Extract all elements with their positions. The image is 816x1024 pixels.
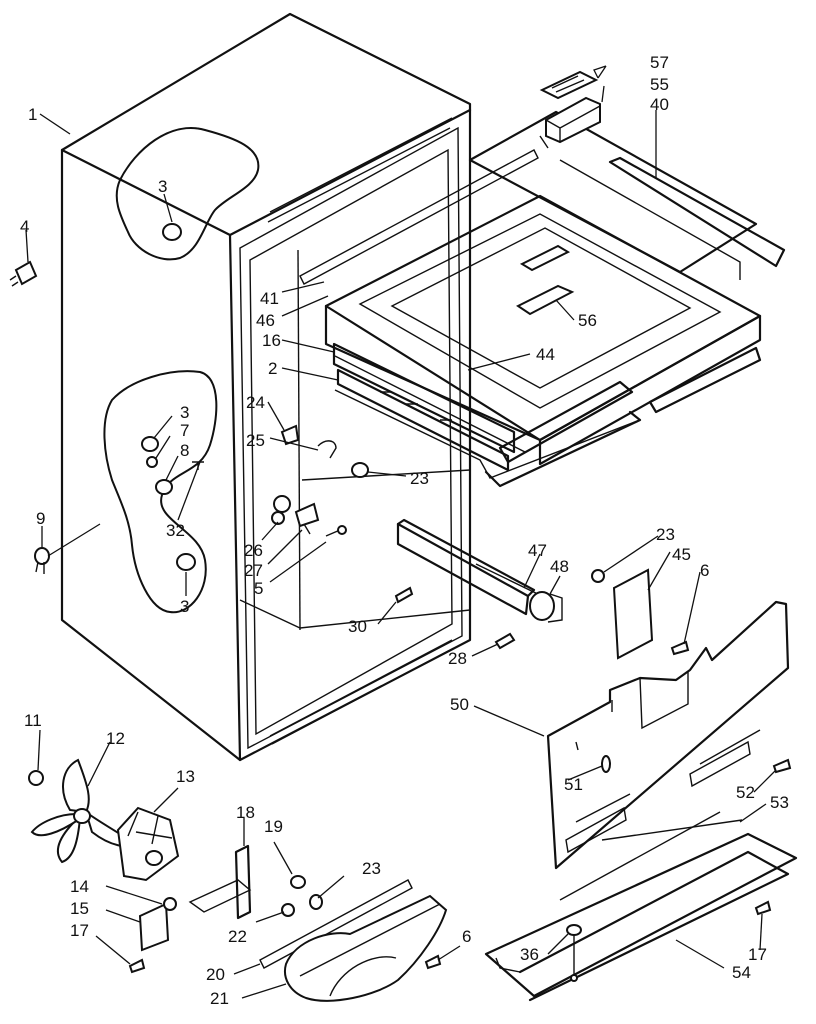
part-26 xyxy=(271,495,291,525)
callout-2: 2 xyxy=(268,359,277,378)
callout-16: 16 xyxy=(262,331,281,350)
callout-22: 22 xyxy=(228,927,247,946)
callout-45: 45 xyxy=(672,545,691,564)
callout-3b: 3 xyxy=(180,403,189,422)
callout-21: 21 xyxy=(210,989,229,1008)
screw-part-36 xyxy=(566,924,582,982)
callout-28: 28 xyxy=(448,649,467,668)
callout-40: 40 xyxy=(650,95,669,114)
cabinet-shell xyxy=(60,12,472,762)
nut-part-23-right xyxy=(591,569,605,583)
nut-part-19 xyxy=(290,875,306,889)
grommet-part-23-lower xyxy=(309,894,323,910)
callout-6a: 6 xyxy=(700,561,709,580)
drawer-part-44 xyxy=(324,194,762,488)
screw-part-52 xyxy=(772,758,792,774)
callout-47: 47 xyxy=(528,541,547,560)
callout-30: 30 xyxy=(348,617,367,636)
fan-blade-part-12 xyxy=(30,758,134,864)
plug-part-51 xyxy=(575,741,611,773)
control-housing-part-55 xyxy=(545,96,601,144)
callout-48: 48 xyxy=(550,557,569,576)
nut-part-11 xyxy=(28,770,44,786)
callout-9: 9 xyxy=(36,509,45,528)
callout-12: 12 xyxy=(106,729,125,748)
nut-part-23-upper xyxy=(351,462,369,478)
callout-23b: 23 xyxy=(656,525,675,544)
callout-8: 8 xyxy=(180,441,189,460)
callout-18: 18 xyxy=(236,803,255,822)
callout-20: 20 xyxy=(206,965,225,984)
rod-part-20 xyxy=(259,879,413,969)
callout-7: 7 xyxy=(180,421,189,440)
callout-57: 57 xyxy=(650,53,669,72)
callout-6b: 6 xyxy=(462,927,471,946)
callout-19: 19 xyxy=(264,817,283,836)
screw-part-30 xyxy=(394,586,414,604)
callout-24: 24 xyxy=(246,393,265,412)
callout-25: 25 xyxy=(246,431,265,450)
callout-36: 36 xyxy=(520,945,539,964)
callout-11: 11 xyxy=(24,711,42,730)
callout-26: 26 xyxy=(244,541,263,560)
clip-part-25 xyxy=(317,440,337,459)
callout-14: 14 xyxy=(70,877,89,896)
callout-56: 56 xyxy=(578,311,597,330)
nut-part-22 xyxy=(281,903,295,917)
callout-17b: 17 xyxy=(748,945,767,964)
callout-1: 1 xyxy=(28,105,37,124)
callout-41: 41 xyxy=(260,289,279,308)
callout-4: 4 xyxy=(20,217,29,236)
callout-3a: 3 xyxy=(158,177,167,196)
callout-51: 51 xyxy=(564,775,583,794)
callout-3c: 3 xyxy=(180,597,189,616)
screw-part-6-upper xyxy=(670,640,690,656)
cutaway-lower xyxy=(103,370,218,614)
cutaway-upper xyxy=(115,127,260,261)
part-48 xyxy=(529,591,563,623)
bracket-part-18 xyxy=(188,844,252,920)
screw-part-6-lower xyxy=(424,954,442,970)
tray-part-54 xyxy=(484,811,798,1002)
back-panel-part-50 xyxy=(546,600,790,870)
clip-part-4 xyxy=(9,260,38,287)
fan-motor-part-13 xyxy=(116,806,180,882)
screw-part-17-right xyxy=(754,900,772,916)
callout-52: 52 xyxy=(736,783,755,802)
callout-23c: 23 xyxy=(362,859,381,878)
callout-23a: 23 xyxy=(410,469,429,488)
callout-53: 53 xyxy=(770,793,789,812)
callout-54: 54 xyxy=(732,963,751,982)
callout-32: 32 xyxy=(166,521,185,540)
screw-part-28 xyxy=(494,632,516,650)
leader-lines xyxy=(25,65,777,999)
cover-part-45 xyxy=(612,568,654,660)
callout-55: 55 xyxy=(650,75,669,94)
rail-part-41 xyxy=(299,149,539,285)
callout-17a: 17 xyxy=(70,921,89,940)
bracket-part-15 xyxy=(138,897,177,952)
callout-labels: 1 3 4 3 7 8 32 9 3 41 46 16 2 24 25 23 2… xyxy=(20,53,789,1008)
callout-44: 44 xyxy=(536,345,555,364)
grommet-part-9 xyxy=(34,547,50,574)
callout-50: 50 xyxy=(450,695,469,714)
screw-part-5 xyxy=(325,525,347,537)
callout-27: 27 xyxy=(244,561,263,580)
part-27 xyxy=(294,502,320,535)
control-knob-part-57 xyxy=(539,70,599,100)
top-frame-part-40 xyxy=(468,110,786,280)
crisper-front-part-16 xyxy=(332,342,516,472)
callout-46: 46 xyxy=(256,311,275,330)
shroud-part-21 xyxy=(284,894,448,1002)
callout-13: 13 xyxy=(176,767,195,786)
screw-part-17-left xyxy=(128,958,146,974)
drawer-handle-part-56 xyxy=(516,244,575,316)
rail-part-47 xyxy=(396,518,547,616)
callout-5: 5 xyxy=(254,579,263,598)
callout-15: 15 xyxy=(70,899,89,918)
bracket-part-24 xyxy=(280,424,300,446)
